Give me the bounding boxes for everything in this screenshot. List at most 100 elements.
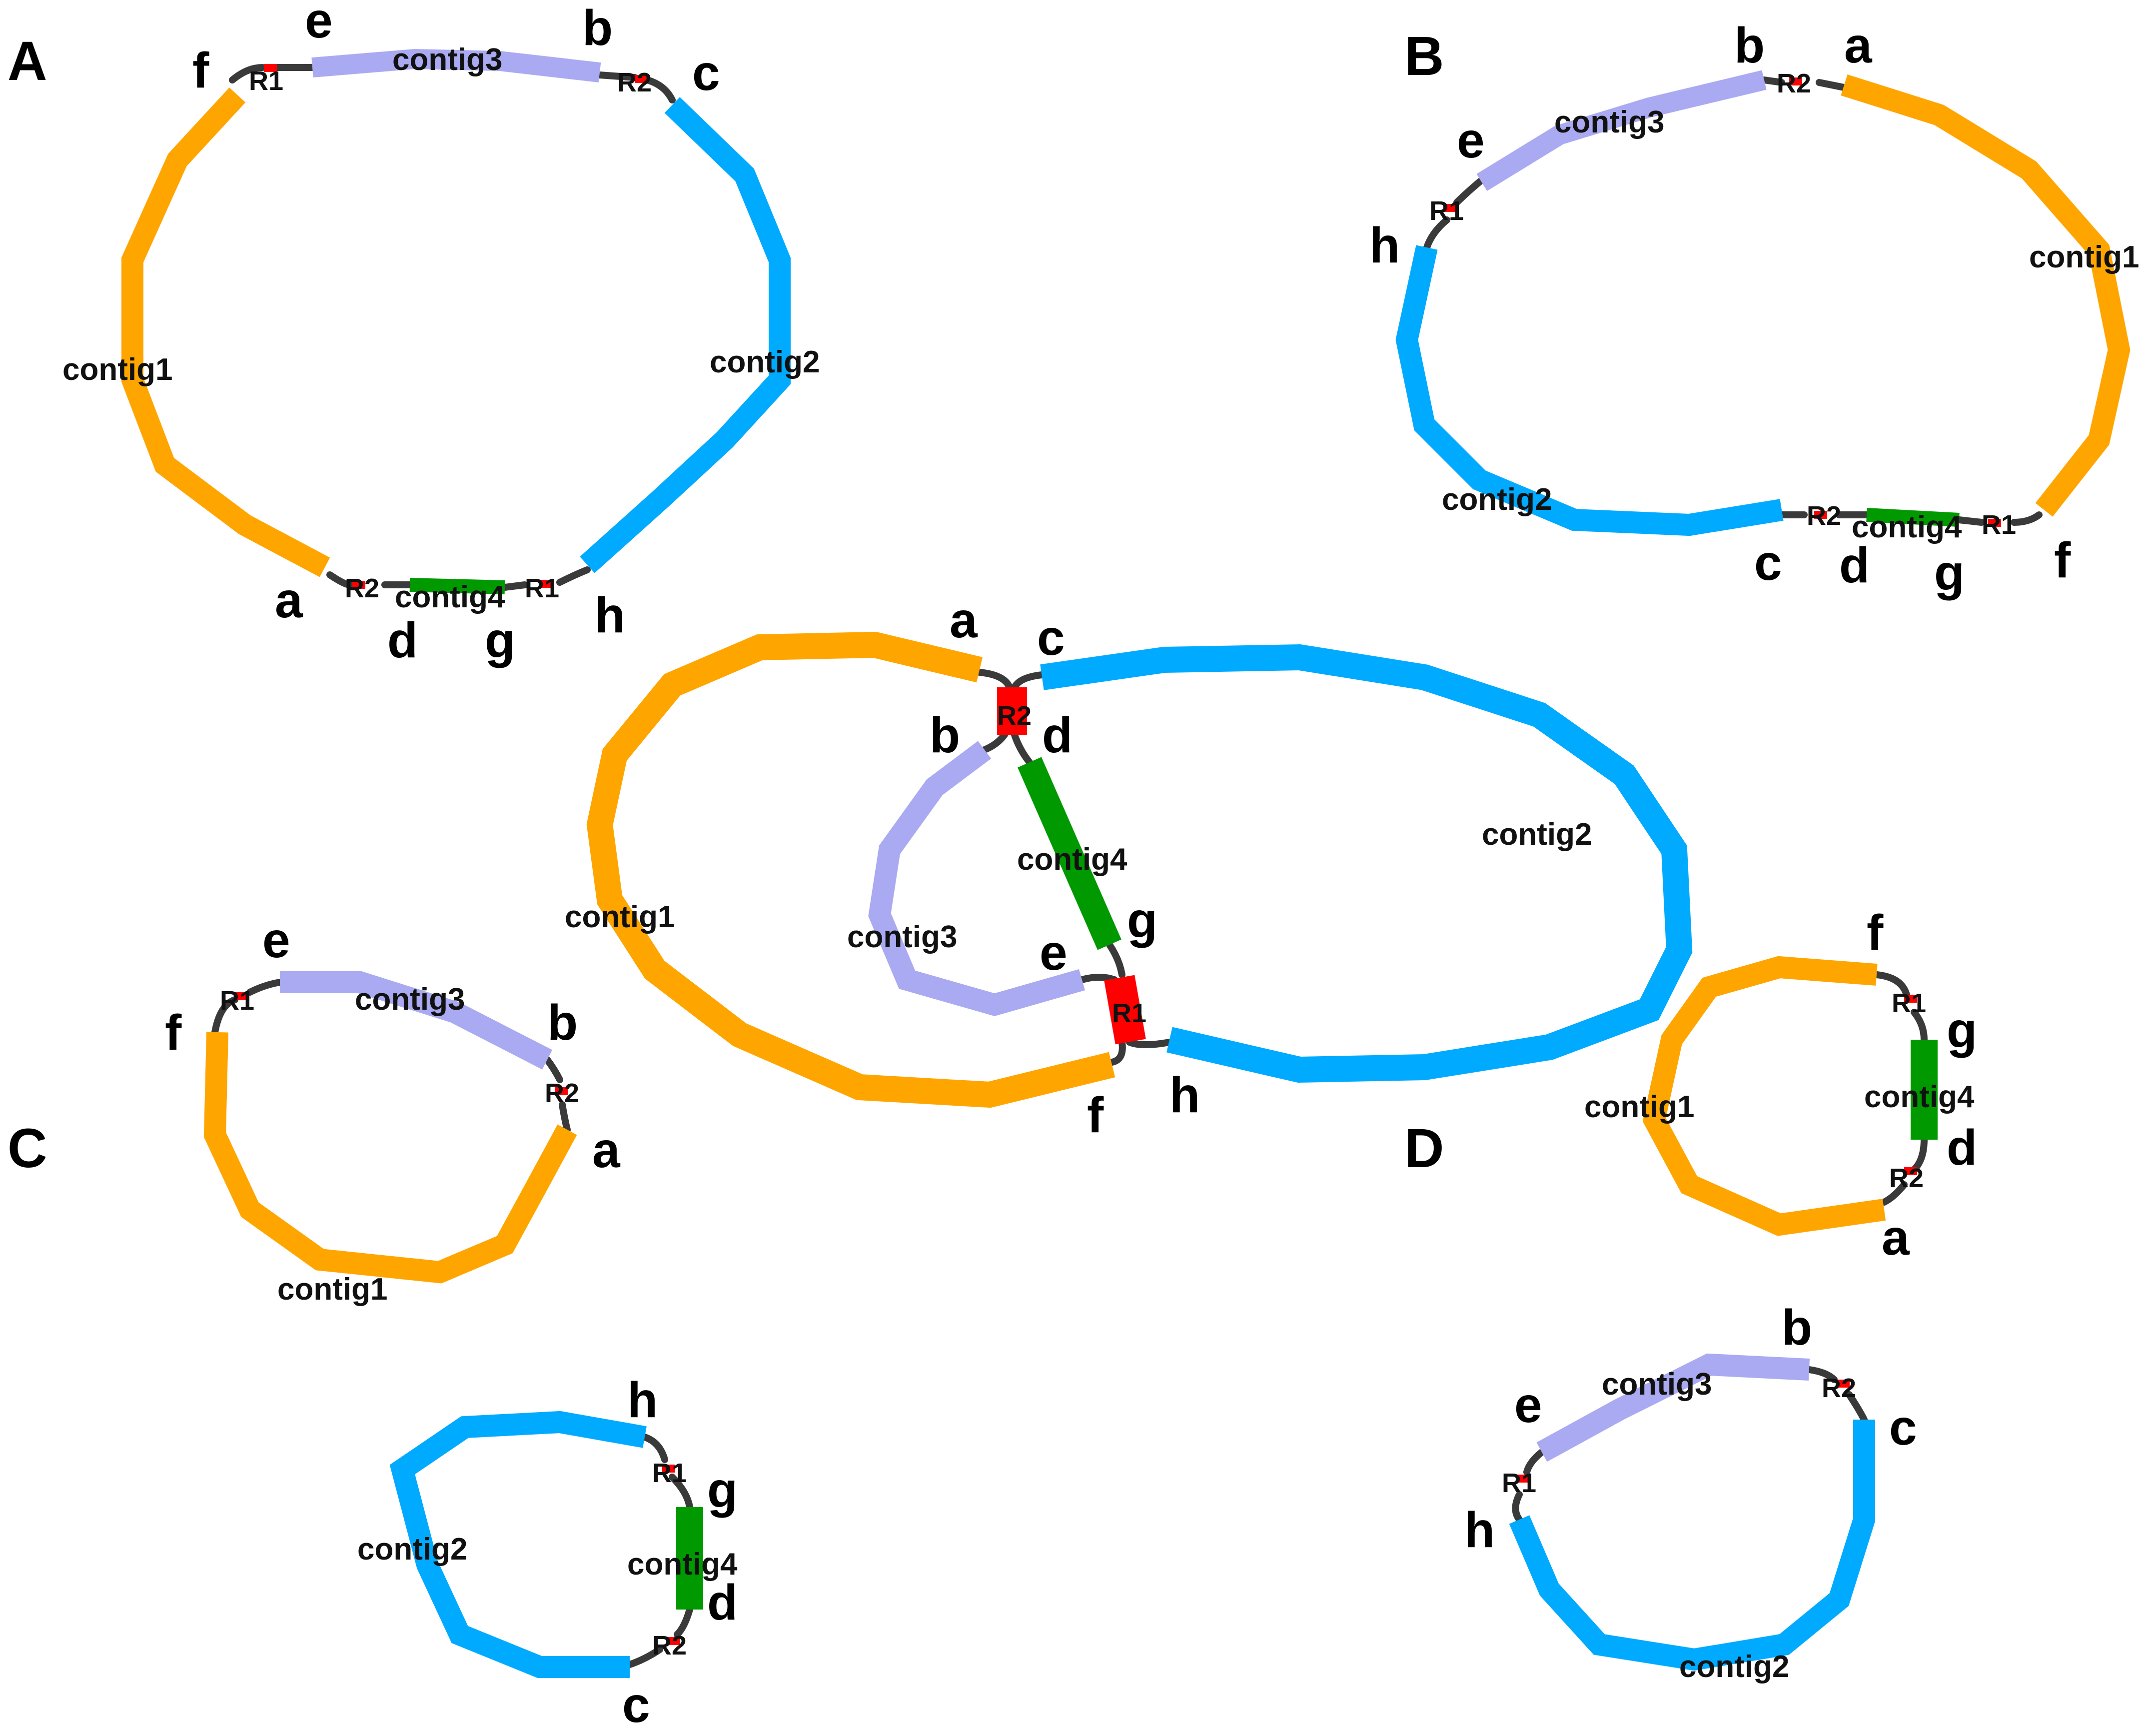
link-r1-h [1423, 216, 1450, 251]
repeat-r2-marker [1837, 1380, 1850, 1388]
node-label-a: a [592, 1122, 621, 1178]
contig2-segment [1040, 644, 1693, 1083]
node-label-h: h [1464, 1502, 1495, 1558]
node-label-e: e [1457, 112, 1485, 168]
contig2-label: contig2 [710, 345, 820, 379]
contig3-label: contig3 [1554, 105, 1664, 139]
node-label-b: b [1734, 17, 1765, 73]
repeat-label-r2: R2 [545, 1078, 579, 1108]
link-r2-c [644, 76, 676, 103]
contig2-segment [389, 1411, 647, 1678]
contig1-label: contig1 [565, 900, 675, 934]
link-e-r1 [1078, 974, 1118, 983]
link-b-r2 [1806, 1366, 1838, 1383]
repeat-r2-marker [667, 1637, 680, 1645]
panel-label-d: D [1404, 1118, 1444, 1179]
repeat-label-r2: R2 [617, 67, 652, 97]
repeat-r1-marker [662, 1465, 675, 1473]
repeat-label-r1: R1 [652, 1458, 687, 1488]
repeat-label-r2: R2 [652, 1631, 687, 1661]
node-label-a: a [950, 592, 978, 648]
contig4-segment [1866, 508, 1960, 527]
node-label-b: b [1782, 1300, 1812, 1356]
node-label-g: g [1947, 1002, 1977, 1058]
link-e-r1 [1523, 1449, 1545, 1476]
node-label-d: d [1839, 537, 1870, 593]
node-label-h: h [1369, 217, 1400, 273]
contig2-label: contig2 [1442, 482, 1552, 517]
node-label-b: b [930, 707, 960, 763]
contig1-label: contig1 [62, 352, 172, 387]
node-label-f: f [192, 42, 209, 98]
panel-a-graph: R1 R2 R2 R1 contig1 contig2 contig3 cont… [62, 0, 820, 668]
contig3-segment [311, 48, 601, 82]
panel-label-c: C [7, 1118, 47, 1179]
node-label-g: g [1127, 892, 1157, 948]
node-label-b: b [547, 995, 578, 1051]
node-label-d: d [1042, 707, 1073, 763]
link-b-r2 [1761, 76, 1785, 86]
repeat-label-r1: R1 [249, 66, 283, 96]
repeat-r1-marker [235, 992, 248, 1000]
link-e-r1 [1453, 176, 1485, 206]
repeat-r2-marker [352, 581, 365, 589]
panel-c-graph: R1 R2 contig3 contig1 e f b a R1 R2 cont… [165, 912, 738, 1729]
contig1-label: contig1 [277, 1272, 387, 1307]
link-r1-h [556, 566, 591, 586]
link-f-r1 [229, 64, 266, 83]
contig3-segment [1536, 1353, 1810, 1462]
link-r1-h [1512, 1491, 1523, 1523]
link-r1-f [2011, 511, 2043, 526]
repeat-label-r1: R1 [1892, 988, 1926, 1018]
contig1-segment [1642, 956, 1886, 1236]
repeat-r2-marker [555, 1087, 568, 1095]
panel-b-graph: R2 R1 R2 R1 contig3 contig1 contig2 cont… [1369, 17, 2139, 601]
contig4-label: contig4 [1864, 1080, 1975, 1114]
repeat-label-r2: R2 [1889, 1163, 1924, 1193]
repeat-label-r2: R2 [1777, 68, 1811, 98]
contig4-segment [1018, 757, 1121, 950]
node-label-a: a [275, 572, 303, 628]
link-r2-a [1816, 79, 1848, 91]
contig3-segment [1476, 70, 1767, 191]
contig4-segment [409, 578, 505, 594]
contig2-label: contig2 [357, 1532, 467, 1567]
repeat-label-r1: R1 [1112, 998, 1146, 1028]
contig3-label: contig3 [392, 42, 502, 77]
repeat-r1-marker [1443, 204, 1456, 212]
link-d-r2 [674, 1606, 693, 1638]
center-assembly-graph: R2 R1 contig1 contig2 contig3 contig4 a … [565, 592, 1693, 1143]
repeat-label-r1: R1 [1502, 1468, 1536, 1498]
link-b-r2 [596, 71, 638, 81]
repeat-r1-marker [1517, 1475, 1530, 1483]
link-b-r2 [544, 1056, 563, 1083]
link-r1-g [669, 1474, 693, 1511]
link-r2-a [1881, 1181, 1908, 1206]
contig1-segment [586, 631, 1115, 1108]
contig3-label: contig3 [1602, 1367, 1712, 1402]
contig4-label: contig4 [395, 580, 505, 614]
link-r2-c [626, 1646, 663, 1668]
contig2-segment [1395, 245, 1784, 536]
panel-label-a: A [7, 30, 47, 92]
contig2-label: contig2 [1679, 1650, 1789, 1684]
link-r2-a [559, 1101, 571, 1133]
repeat-r1-marker [264, 64, 277, 72]
link-a-r2 [326, 571, 353, 588]
repeat-label-r2: R2 [345, 573, 379, 603]
contig3-label: contig3 [355, 982, 465, 1017]
repeat-r2-block [997, 687, 1027, 735]
contig4-label: contig4 [627, 1547, 738, 1582]
contig4-label: contig4 [1852, 510, 1962, 544]
contig2-segment [1509, 1420, 1875, 1671]
link-r2-c [1846, 1391, 1868, 1423]
node-label-b: b [582, 0, 613, 56]
contig2-label: contig2 [1482, 817, 1592, 852]
node-label-d: d [1947, 1120, 1977, 1176]
link-r2-b [981, 731, 1008, 753]
node-label-d: d [707, 1575, 738, 1631]
repeat-label-r2: R2 [1822, 1373, 1856, 1403]
node-label-f: f [1867, 905, 1884, 961]
contig3-segment [868, 741, 1085, 1016]
repeat-label-r1: R1 [1429, 196, 1464, 226]
